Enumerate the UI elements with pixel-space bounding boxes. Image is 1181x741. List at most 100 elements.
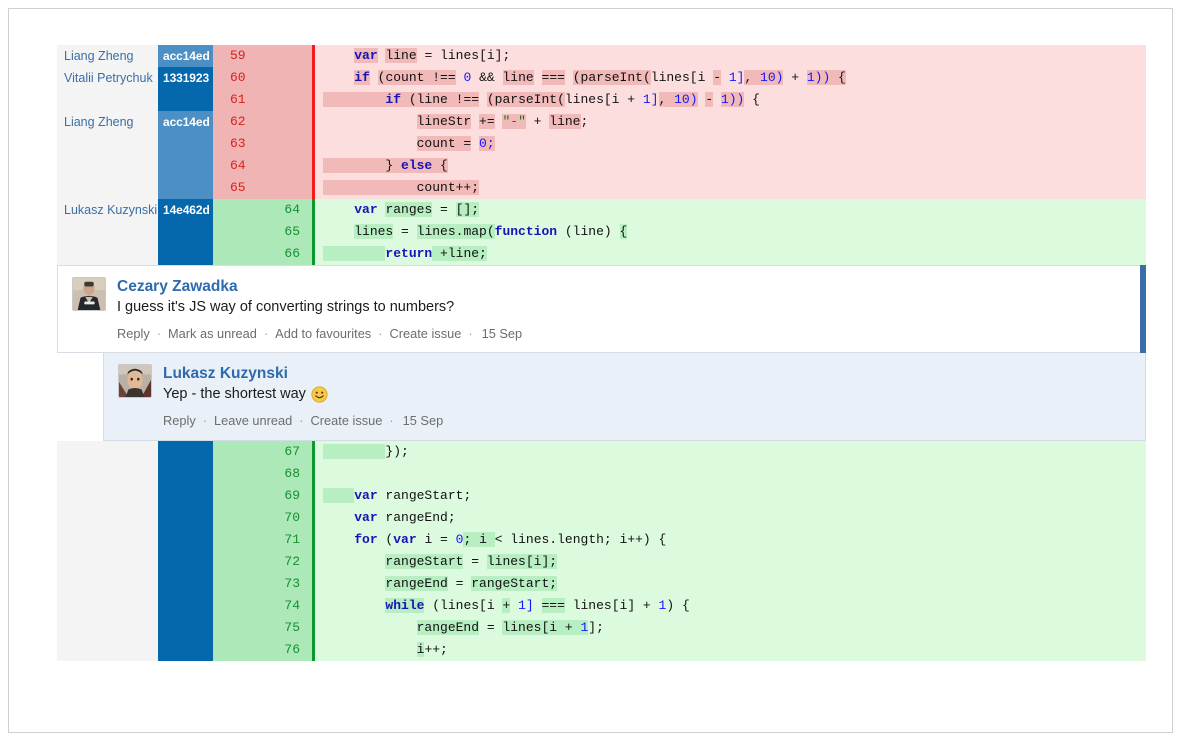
diff-row[interactable]: 73 rangeEnd = rangeStart; <box>57 573 1146 595</box>
comment-body: Cezary Zawadka I guess it's JS way of co… <box>117 277 1132 342</box>
diff-line-number[interactable]: 59 <box>213 45 312 67</box>
comment-reply[interactable]: Lukasz Kuzynski Yep - the shortest way <box>103 353 1146 441</box>
diff-code-line[interactable]: rangeEnd = lines[i + 1]; <box>312 617 1146 639</box>
comment-author-name[interactable]: Cezary Zawadka <box>117 278 238 295</box>
diff-code-line[interactable]: var ranges = []; <box>312 199 1146 221</box>
diff-line-number[interactable]: 65 <box>213 221 312 243</box>
diff-commit-sha-cell[interactable]: 14e462d <box>158 199 213 221</box>
diff-code-line[interactable]: var rangeStart; <box>312 485 1146 507</box>
comment-action-reply[interactable]: Reply <box>117 326 150 341</box>
diff-commit-sha-cell[interactable] <box>158 617 213 639</box>
diff-row[interactable]: 65 lines = lines.map(function (line) { <box>57 221 1146 243</box>
diff-line-number[interactable]: 66 <box>213 243 312 265</box>
diff-row[interactable]: 63 count = 0; <box>57 133 1146 155</box>
diff-line-number[interactable]: 63 <box>213 133 312 155</box>
diff-commit-sha-cell[interactable] <box>158 595 213 617</box>
diff-code-line[interactable]: for (var i = 0; i < lines.length; i++) { <box>312 529 1146 551</box>
diff-line-number[interactable]: 61 <box>213 89 312 111</box>
diff-code-line[interactable]: return +line; <box>312 243 1146 265</box>
diff-row[interactable]: 65 count++; <box>57 177 1146 199</box>
avatar[interactable] <box>72 277 106 311</box>
diff-line-number[interactable]: 76 <box>213 639 312 661</box>
diff-line-number[interactable]: 68 <box>213 463 312 485</box>
diff-row[interactable]: 69 var rangeStart; <box>57 485 1146 507</box>
diff-commit-sha-cell[interactable] <box>158 639 213 661</box>
diff-row[interactable]: 70 var rangeEnd; <box>57 507 1146 529</box>
code-token: for <box>354 532 378 547</box>
diff-commit-sha-cell[interactable] <box>158 441 213 463</box>
diff-line-number[interactable]: 60 <box>213 67 312 89</box>
comment-author-name[interactable]: Lukasz Kuzynski <box>163 365 288 382</box>
diff-code-line[interactable]: lineStr += "-" + line; <box>312 111 1146 133</box>
code-token: i = <box>416 532 456 547</box>
diff-commit-sha-cell[interactable]: acc14ed <box>158 111 213 133</box>
diff-line-number[interactable]: 69 <box>213 485 312 507</box>
diff-code-line[interactable]: i++; <box>312 639 1146 661</box>
diff-commit-sha-cell[interactable] <box>158 463 213 485</box>
code-token: var <box>354 510 378 525</box>
diff-code-line[interactable] <box>312 463 1146 485</box>
diff-commit-sha-cell[interactable] <box>158 485 213 507</box>
diff-commit-sha-cell[interactable]: acc14ed <box>158 45 213 67</box>
diff-line-number[interactable]: 74 <box>213 595 312 617</box>
diff-row[interactable]: 68 <box>57 463 1146 485</box>
diff-row[interactable]: 74 while (lines[i + 1] === lines[i] + 1)… <box>57 595 1146 617</box>
diff-line-number[interactable]: 65 <box>213 177 312 199</box>
code-token: +line; <box>432 246 487 261</box>
comment-action-reply[interactable]: Reply <box>163 413 196 428</box>
diff-code-line[interactable]: lines = lines.map(function (line) { <box>312 221 1146 243</box>
diff-line-number[interactable]: 72 <box>213 551 312 573</box>
comment-action-mark-as-unread[interactable]: Mark as unread <box>167 326 257 341</box>
diff-code-line[interactable]: }); <box>312 441 1146 463</box>
avatar[interactable] <box>118 364 152 398</box>
diff-code-line[interactable]: count = 0; <box>312 133 1146 155</box>
diff-code-line[interactable]: if (count !== 0 && line === (parseInt(li… <box>312 67 1146 89</box>
diff-commit-sha-cell[interactable] <box>158 177 213 199</box>
comment-action-add-to-favourites[interactable]: Add to favourites <box>275 326 372 341</box>
comment-actions: Reply·Mark as unread·Add to favourites·C… <box>117 325 1132 342</box>
diff-code-line[interactable]: rangeEnd = rangeStart; <box>312 573 1146 595</box>
diff-commit-sha-cell[interactable] <box>158 133 213 155</box>
diff-commit-sha-cell[interactable] <box>158 243 213 265</box>
diff-code-line[interactable]: if (line !== (parseInt(lines[i + 1], 10)… <box>312 89 1146 111</box>
diff-code-line[interactable]: var rangeEnd; <box>312 507 1146 529</box>
diff-line-number[interactable]: 64 <box>213 155 312 177</box>
diff-row[interactable]: 71 for (var i = 0; i < lines.length; i++… <box>57 529 1146 551</box>
comment-main[interactable]: Cezary Zawadka I guess it's JS way of co… <box>57 265 1146 353</box>
diff-line-number[interactable]: 73 <box>213 573 312 595</box>
diff-commit-sha-cell[interactable] <box>158 551 213 573</box>
diff-row[interactable]: 67 }); <box>57 441 1146 463</box>
diff-commit-sha-cell[interactable] <box>158 155 213 177</box>
diff-line-number[interactable]: 75 <box>213 617 312 639</box>
diff-line-number[interactable]: 62 <box>213 111 312 133</box>
diff-row[interactable]: 61 if (line !== (parseInt(lines[i + 1], … <box>57 89 1146 111</box>
diff-row[interactable]: 76 i++; <box>57 639 1146 661</box>
diff-commit-sha-cell[interactable] <box>158 529 213 551</box>
diff-row[interactable]: 66 return +line; <box>57 243 1146 265</box>
diff-line-number[interactable]: 64 <box>213 199 312 221</box>
diff-code-line[interactable]: count++; <box>312 177 1146 199</box>
diff-code-line[interactable]: rangeStart = lines[i]; <box>312 551 1146 573</box>
diff-commit-sha-cell[interactable]: 1331923 <box>158 67 213 89</box>
diff-commit-sha-cell[interactable] <box>158 89 213 111</box>
diff-code-line[interactable]: while (lines[i + 1] === lines[i] + 1) { <box>312 595 1146 617</box>
diff-line-number[interactable]: 67 <box>213 441 312 463</box>
diff-code-line[interactable]: } else { <box>312 155 1146 177</box>
diff-line-number[interactable]: 71 <box>213 529 312 551</box>
diff-row[interactable]: 64 } else { <box>57 155 1146 177</box>
code-token: else <box>401 158 433 173</box>
comment-action-create-issue[interactable]: Create issue <box>389 326 462 341</box>
diff-code-line[interactable]: var line = lines[i]; <box>312 45 1146 67</box>
diff-row[interactable]: 75 rangeEnd = lines[i + 1]; <box>57 617 1146 639</box>
diff-row[interactable]: 72 rangeStart = lines[i]; <box>57 551 1146 573</box>
diff-line-number[interactable]: 70 <box>213 507 312 529</box>
comment-action-create-issue[interactable]: Create issue <box>310 413 383 428</box>
diff-commit-sha-cell[interactable] <box>158 221 213 243</box>
comment-action-leave-unread[interactable]: Leave unread <box>213 413 293 428</box>
diff-commit-sha-cell[interactable] <box>158 573 213 595</box>
diff-commit-sha-cell[interactable] <box>158 507 213 529</box>
